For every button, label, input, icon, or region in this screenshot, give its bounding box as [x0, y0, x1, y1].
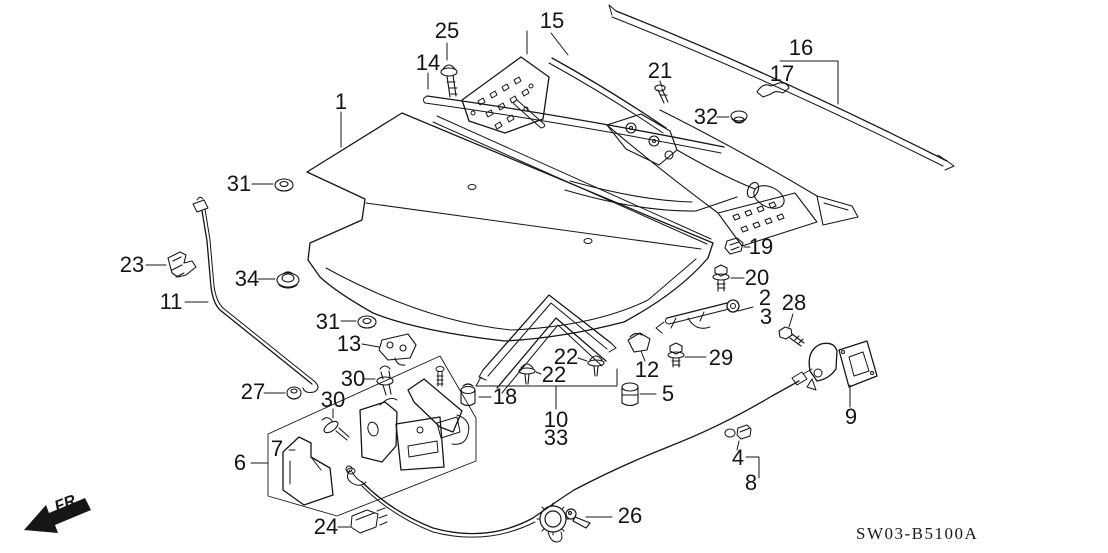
- wiper-linkage: [564, 109, 859, 247]
- hood-hinge: [806, 340, 878, 391]
- leader-lines: [145, 30, 851, 528]
- grommet-34: [276, 271, 300, 289]
- part-callout-5: 5: [661, 381, 675, 406]
- cable-connector: [350, 507, 388, 534]
- part-callout-30: 30: [320, 387, 346, 412]
- part-callout-32: 32: [693, 104, 719, 129]
- clip-17: [756, 82, 790, 98]
- hood-molding-strip: [422, 95, 725, 245]
- screw-25: [440, 64, 458, 98]
- screw-21: [654, 84, 669, 104]
- part-callout-19: 19: [748, 234, 774, 259]
- lock-bracket-13: [378, 333, 417, 366]
- part-callout-30: 30: [340, 366, 366, 391]
- part-callout-14: 14: [415, 50, 441, 75]
- bolt-20: [712, 264, 730, 292]
- part-callout-34: 34: [234, 266, 260, 291]
- opener-handle-ring: [536, 502, 591, 543]
- diagram-code: SW03-B5100A: [856, 524, 979, 543]
- hood-panel-outline: [306, 112, 714, 342]
- clip-23: [167, 251, 197, 278]
- hood-stay-rod: [192, 196, 319, 394]
- part-callout-7: 7: [270, 436, 284, 461]
- part-callout-11: 11: [159, 289, 183, 314]
- striker-assembly: [655, 299, 740, 334]
- part-callout-22: 22: [541, 362, 567, 387]
- part-callout-2: 2: [758, 285, 772, 310]
- fasteners: [167, 64, 805, 441]
- part-callout-13: 13: [336, 331, 362, 356]
- cushion-5: [621, 382, 639, 407]
- part-callout-26: 26: [617, 503, 643, 528]
- fr-direction-arrow: FR.: [24, 491, 91, 533]
- part-callout-8: 8: [744, 470, 758, 495]
- cable-clip-grommets: [724, 424, 752, 440]
- part-callout-33: 33: [543, 425, 569, 450]
- part-callout-10: 10: [543, 407, 569, 432]
- part-callout-17: 17: [769, 61, 795, 86]
- part-callout-6: 6: [233, 450, 247, 475]
- part-callout-15: 15: [539, 8, 565, 33]
- latch-assembly-group: [267, 355, 477, 517]
- clip-12: [627, 332, 651, 353]
- part-callout-25: 25: [434, 18, 460, 43]
- release-cable: [346, 368, 813, 543]
- part-callout-9: 9: [844, 404, 858, 429]
- cushion-18: [460, 383, 476, 407]
- bolt-30a: [376, 365, 394, 396]
- cowl-top-plate: [461, 56, 667, 134]
- grommet-31a: [274, 178, 294, 192]
- part-callout-31: 31: [315, 309, 341, 334]
- clip-19: [724, 237, 744, 255]
- part-callout-22: 22: [553, 344, 579, 369]
- grommet-32: [730, 110, 748, 124]
- part-callout-18: 18: [492, 384, 518, 409]
- part-callout-1: 1: [334, 89, 348, 114]
- part-callout-27: 27: [240, 379, 266, 404]
- part-callout-20: 20: [744, 265, 770, 290]
- grommet-27: [286, 386, 302, 400]
- grommet-31b: [357, 315, 377, 329]
- part-callout-16: 16: [788, 35, 814, 60]
- pin-22b: [518, 363, 536, 385]
- part-callout-28: 28: [781, 290, 807, 315]
- bolt-29: [667, 342, 685, 368]
- part-callout-21: 21: [647, 58, 673, 83]
- hood-seal-strips: [478, 294, 617, 394]
- part-callout-4: 4: [731, 445, 745, 470]
- windshield-molding: [608, 4, 955, 171]
- part-callout-31: 31: [226, 171, 252, 196]
- bolt-28: [778, 326, 805, 347]
- bolt-30b: [321, 417, 350, 441]
- part-callout-29: 29: [708, 345, 734, 370]
- pin-22a: [587, 355, 605, 377]
- part-callout-3: 3: [759, 304, 773, 329]
- part-callout-12: 12: [634, 357, 660, 382]
- part-callout-23: 23: [119, 252, 145, 277]
- part-callout-24: 24: [313, 514, 339, 539]
